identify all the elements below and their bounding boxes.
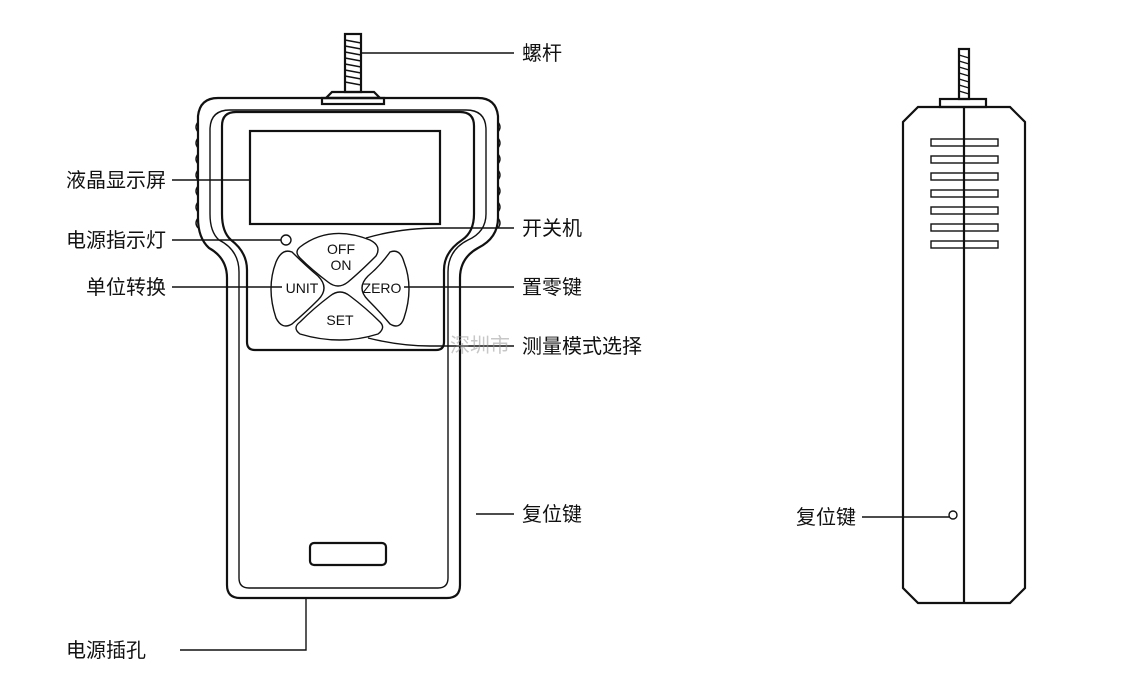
power-indicator-led <box>280 234 292 246</box>
grip-ridges-left <box>195 121 199 229</box>
set-button[interactable]: SET <box>295 291 384 341</box>
grip-ridges-right <box>497 121 501 229</box>
side-reset-hole <box>948 510 958 520</box>
lcd-screen <box>248 129 442 226</box>
label-zero-key: 置零键 <box>522 275 582 299</box>
callout-labels: 螺杆 液晶显示屏 电源指示灯 单位转换 开关机 置零键 测量模式选择 复位键 复… <box>66 41 856 662</box>
bottom-slot <box>308 541 388 567</box>
front-casing-inner <box>209 109 487 589</box>
label-power-jack: 电源插孔 <box>66 638 146 662</box>
label-unit-switch: 单位转换 <box>86 275 166 299</box>
off-label: OFF <box>327 241 355 257</box>
label-reset-front: 复位键 <box>522 502 582 526</box>
set-label: SET <box>326 312 354 328</box>
zero-label: ZERO <box>363 280 402 296</box>
front-view: OFF ON UNIT ZERO SET <box>195 32 501 600</box>
off-on-button[interactable]: OFF ON <box>296 232 379 287</box>
side-view <box>901 47 1027 605</box>
on-label: ON <box>331 257 352 273</box>
label-power-led: 电源指示灯 <box>66 228 166 252</box>
label-reset-side: 复位键 <box>796 505 856 529</box>
unit-button[interactable]: UNIT <box>270 250 325 327</box>
screw-rod <box>320 32 386 106</box>
label-mode-select: 测量模式选择 <box>522 334 642 358</box>
leader-lines <box>172 52 949 651</box>
unit-label: UNIT <box>286 280 319 296</box>
side-vent-slots <box>930 138 999 249</box>
watermark-text: 深圳市 <box>450 333 510 357</box>
zero-button[interactable]: ZERO <box>361 250 410 327</box>
front-casing-outer <box>196 96 500 600</box>
face-panel <box>220 110 476 352</box>
label-power-switch: 开关机 <box>522 216 582 240</box>
label-lcd: 液晶显示屏 <box>66 168 166 192</box>
side-casing <box>901 105 1027 605</box>
side-screw-rod <box>938 47 988 109</box>
label-screw: 螺杆 <box>522 41 562 65</box>
